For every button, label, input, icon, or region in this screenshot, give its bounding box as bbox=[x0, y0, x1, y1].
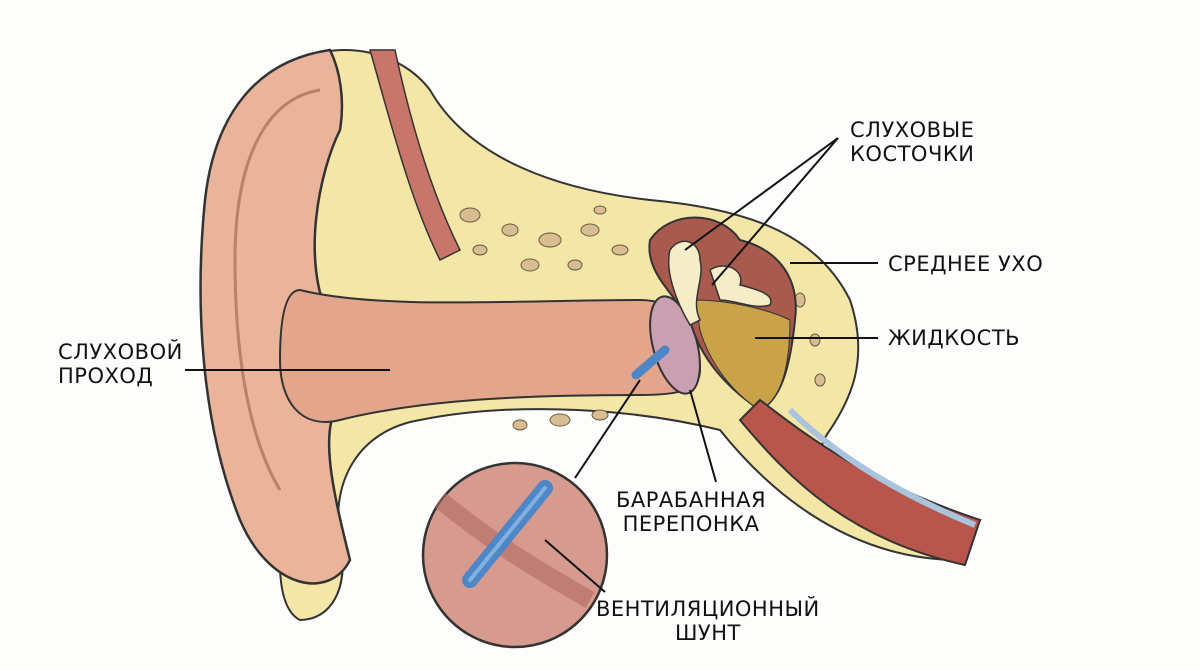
label-eardrum-line1: БАРАБАННАЯ bbox=[616, 488, 767, 512]
ossicles bbox=[667, 240, 772, 326]
ear-canal bbox=[278, 288, 702, 423]
label-fluid: ЖИДКОСТЬ bbox=[888, 326, 1021, 350]
eustachian-tube bbox=[738, 398, 982, 567]
label-eardrum-line2: ПЕРЕПОНКА bbox=[622, 512, 760, 536]
label-ear-canal-line2: ПРОХОД bbox=[58, 364, 154, 388]
leader-lines bbox=[185, 137, 878, 593]
auricle bbox=[199, 48, 352, 585]
label-eardrum: БАРАБАННАЯ ПЕРЕПОНКА bbox=[616, 488, 766, 536]
label-ventilation-tube: ВЕНТИЛЯЦИОННЫЙ ШУНТ bbox=[596, 597, 820, 645]
label-ear-canal-line1: СЛУХОВОЙ bbox=[58, 340, 183, 364]
ventilation-tube bbox=[631, 345, 670, 380]
label-ossicles-line2: КОСТОЧКИ bbox=[850, 142, 975, 166]
label-tube-line2: ШУНТ bbox=[674, 621, 741, 645]
label-middle-ear: СРЕДНЕЕ УХО bbox=[888, 252, 1044, 276]
middle-ear-fluid bbox=[694, 299, 791, 411]
label-ossicles-line1: СЛУХОВЫЕ bbox=[850, 118, 975, 142]
label-tube-line1: ВЕНТИЛЯЦИОННЫЙ bbox=[596, 597, 820, 621]
label-ear-canal: СЛУХОВОЙ ПРОХОД bbox=[58, 340, 183, 388]
bone-texture bbox=[459, 205, 826, 431]
label-ossicles: СЛУХОВЫЕ КОСТОЧКИ bbox=[850, 118, 974, 166]
magnified-inset bbox=[421, 461, 609, 649]
